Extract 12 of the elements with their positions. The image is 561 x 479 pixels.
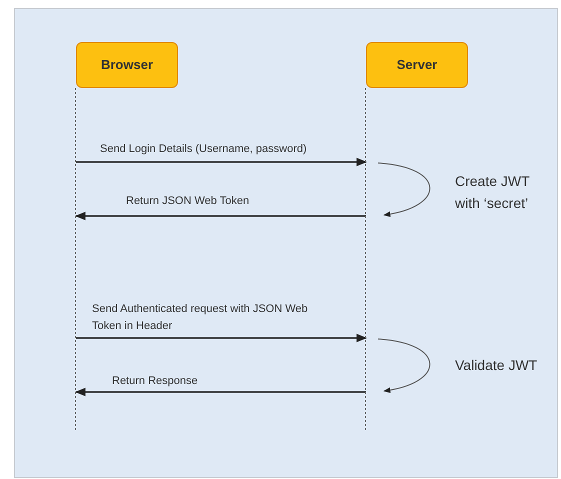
edge-label: Return JSON Web Token — [126, 194, 250, 209]
message-arrow — [76, 334, 368, 342]
edge-label: Send Login Details (Username, password) — [100, 142, 307, 157]
message-arrow — [74, 388, 366, 396]
edge-label: Create JWT with ‘secret’ — [455, 172, 530, 213]
message-arrow — [74, 212, 366, 220]
edge-label: Send Authenticated request with JSON Web Token in Header — [92, 302, 309, 334]
message-arrow — [76, 158, 368, 166]
self-message-arrow — [378, 162, 430, 217]
edge-label: Validate JWT — [455, 356, 538, 375]
edge-label: Return Response — [112, 374, 198, 389]
self-message-arrow — [378, 338, 430, 393]
